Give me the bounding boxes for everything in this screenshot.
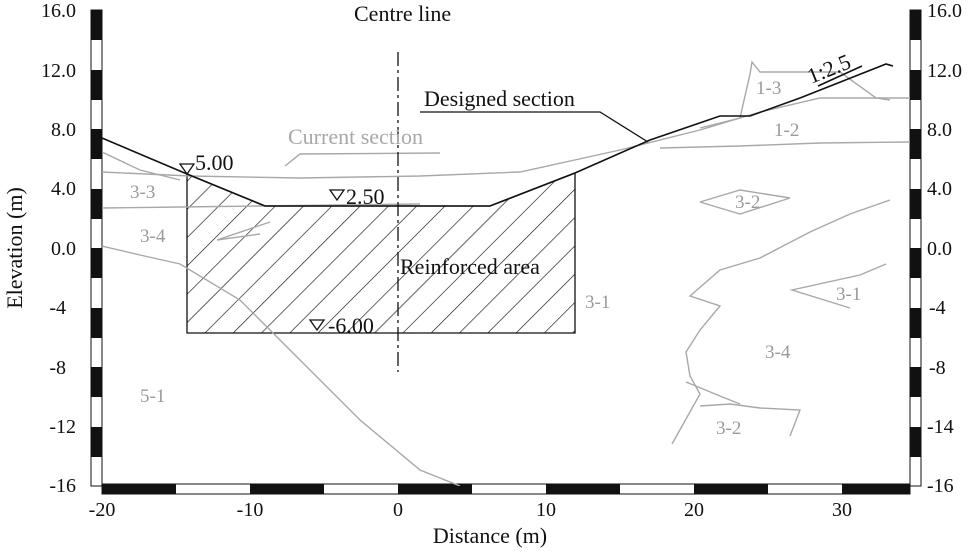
x-tick: -10 [237, 499, 264, 521]
y-axis-left-ticks: 16.0 12.0 8.0 4.0 0.0 -4 -8 -12 -16 [41, 0, 76, 497]
layer-label-3-1-mid: 3-1 [836, 284, 861, 305]
y-tick-left: 4.0 [51, 178, 76, 200]
x-tick: 30 [832, 499, 852, 521]
x-axis-title: Distance (m) [433, 523, 547, 548]
current-section-label: Current section [288, 124, 423, 149]
layer-label-3-2-lower: 3-2 [716, 418, 741, 439]
layer-label-3-2-upper: 3-2 [735, 192, 760, 213]
y-tick-right: -16 [927, 475, 954, 497]
x-tick: 10 [536, 499, 556, 521]
x-tick: -20 [89, 499, 116, 521]
x-tick: 20 [684, 499, 704, 521]
layer-label-1-3: 1-3 [756, 78, 781, 99]
y-tick-left: -4 [49, 297, 66, 319]
y-tick-right: 8.0 [927, 119, 952, 141]
x-tick: 0 [393, 499, 403, 521]
current-section-leader [284, 152, 441, 167]
y-tick-right: -4 [929, 297, 946, 319]
slope-marker-line [817, 65, 863, 87]
y-tick-left: -16 [49, 475, 76, 497]
y-axis-right-ticks: 16.0 12.0 8.0 4.0 0.0 -4 -8 -14 -16 [927, 0, 962, 497]
y-axis-title: Elevation (m) [2, 187, 27, 309]
layer-label-5-1: 5-1 [140, 386, 165, 407]
y-tick-left: 0.0 [51, 238, 76, 260]
right-frame-bar [909, 9, 922, 487]
y-tick-left: -12 [49, 416, 76, 438]
bottom-frame-bar [101, 483, 911, 495]
x-axis-ticks: -20 -10 0 10 20 30 [89, 499, 852, 521]
y-tick-right: 16.0 [927, 0, 962, 22]
designed-section-leader [420, 111, 649, 143]
elevation-label-bottom-base: -6.00 [328, 313, 374, 338]
elevation-label-left-crest: 5.00 [195, 150, 234, 175]
elevation-marker-bottom-top [328, 189, 346, 202]
y-tick-left: 8.0 [51, 119, 76, 141]
y-tick-right: -8 [929, 357, 946, 379]
designed-section-label: Designed section [424, 86, 575, 111]
elevation-marker-bottom-base [308, 319, 326, 332]
elevation-label-bottom-top: 2.50 [346, 184, 385, 209]
layer-label-3-4-left: 3-4 [140, 226, 166, 247]
elevation-marker-left-crest [178, 163, 196, 176]
centre-line-label: Centre line [354, 1, 451, 26]
designed-section-line [102, 63, 894, 207]
soil-layer-boundaries [102, 60, 910, 486]
layer-label-3-4-right: 3-4 [765, 342, 791, 363]
y-tick-right: 0.0 [927, 238, 952, 260]
slope-ratio-label: 1:2.5 [804, 49, 855, 89]
layer-label-3-1-right: 3-1 [585, 292, 610, 313]
y-tick-left: 12.0 [41, 60, 76, 82]
y-tick-left: -8 [49, 357, 66, 379]
reinforced-area-label: Reinforced area [400, 254, 540, 279]
y-tick-right: 4.0 [927, 178, 952, 200]
y-tick-right: 12.0 [927, 60, 962, 82]
y-tick-right: -14 [927, 416, 954, 438]
left-frame-bar [90, 9, 103, 487]
y-tick-left: 16.0 [41, 0, 76, 22]
layer-label-3-3: 3-3 [130, 182, 155, 203]
layer-label-1-2: 1-2 [774, 120, 799, 141]
